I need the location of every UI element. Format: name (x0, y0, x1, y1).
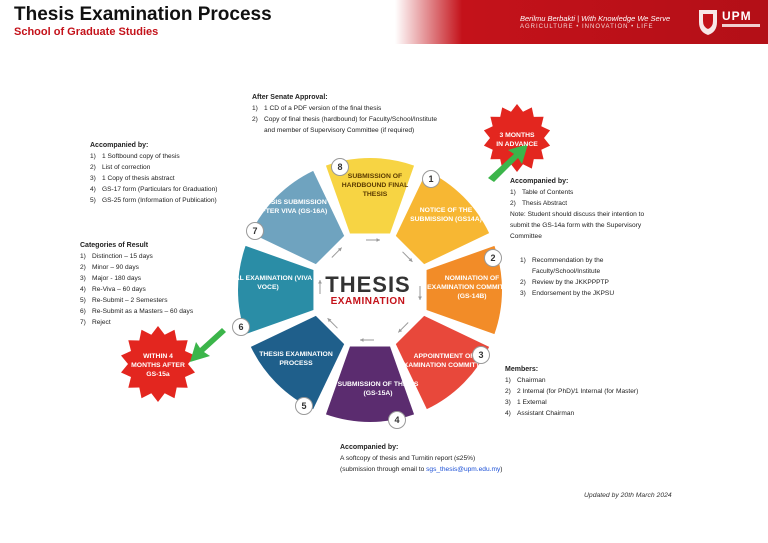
upm-logo-icon (699, 10, 717, 35)
list-item: 6)Re-Submit as a Masters – 60 days (80, 308, 194, 315)
list-item: 2)Review by the JKKPPPTP (520, 279, 609, 286)
flow-arrowhead-icon (418, 296, 422, 300)
list-item: 4)Assistant Chairman (505, 410, 575, 417)
acc-bottom-heading: Accompanied by: (340, 444, 399, 451)
wheel-segment-5 (250, 315, 345, 410)
list-item: and member of Supervisory Committee (if … (264, 127, 415, 134)
segment-label-5: THESIS EXAMINATION PROCESS (259, 351, 333, 367)
accompanied-right-block: Accompanied by: 1)Table of Contents 2)Th… (510, 176, 690, 242)
email-line: (submission through email to sgs_thesis@… (340, 466, 503, 473)
flow-arrowhead-icon (398, 328, 403, 333)
list-item: Faculty/School/Institute (532, 268, 601, 275)
list-item: 1)Chairman (505, 377, 546, 384)
segment-label-1: NOTICE OF THE SUBMISSION (GS14a) (410, 207, 482, 223)
wheel-segment-1 (395, 170, 490, 265)
step-badge-1: 1 (422, 170, 440, 188)
email-link[interactable]: sgs_thesis@upm.edu.my (426, 466, 501, 473)
segment-label-6: FINAL EXAMINATION (VIVA VOCE) (223, 275, 313, 291)
softcopy-line: A softcopy of thesis and Turnitin report… (340, 455, 476, 462)
step-badge-2: 2 (484, 249, 502, 267)
step-badge-8: 8 (331, 158, 349, 176)
page-title: Thesis Examination Process (14, 4, 272, 25)
updated-date: Updated by 20th March 2024 (584, 492, 672, 499)
list-item: 2)Copy of final thesis (hardbound) for F… (252, 116, 437, 123)
center-title: THESIS (325, 272, 411, 297)
step-badge-6: 6 (232, 318, 250, 336)
list-item: 1)Recommendation by the (520, 257, 604, 264)
note-line: submit the GS-14a form with the Supervis… (510, 222, 642, 229)
wheel-segment-4 (325, 346, 415, 423)
flow-arrowhead-icon (408, 257, 413, 262)
green-arrow-icon (190, 328, 226, 362)
list-item: 5)Re-Submit – 2 Semesters (80, 297, 168, 304)
process-wheel (238, 158, 503, 423)
step-badge-3: 3 (472, 346, 490, 364)
list-item: 7)Reject (80, 319, 111, 326)
members-block: Members: 1)Chairman 2)2 Internal (for Ph… (505, 364, 638, 419)
logo-underline (722, 24, 760, 27)
list-item: 2)Minor – 90 days (80, 264, 139, 271)
note-line: Committee (510, 233, 542, 240)
segment-label-2: NOMINATION OF EXAMINATION COMMITTEE (GS-… (427, 275, 517, 300)
list-item: 2)Thesis Abstract (510, 200, 568, 207)
list-item: 5)GS-25 form (Information of Publication… (90, 197, 217, 204)
list-item: 1)1 CD of a PDF version of the final the… (252, 105, 382, 112)
flow-arrowhead-icon (318, 280, 322, 284)
page-subtitle: School of Graduate Studies (14, 26, 159, 38)
note-line: Note: Student should discuss their inten… (510, 211, 645, 218)
university-tagline: AGRICULTURE • INNOVATION • LIFE (520, 24, 654, 30)
step-badge-5: 5 (295, 397, 313, 415)
list-item: 3)1 External (505, 399, 547, 406)
list-item: 3)Endorsement by the JKPSU (520, 290, 615, 297)
step-badge-7: 7 (246, 222, 264, 240)
wheel-segment-6 (238, 245, 314, 335)
green-arrow-icon (488, 144, 528, 182)
starburst-top-icon (483, 104, 551, 182)
senate-approval-block: After Senate Approval: 1)1 CD of a PDF v… (252, 92, 437, 136)
upm-logo-text: UPM (722, 9, 752, 23)
list-item: 2)2 Internal (for PhD)/1 Internal (for M… (505, 388, 639, 395)
list-item: 1)1 Softbound copy of thesis (90, 153, 180, 160)
list-item: 4)GS-17 form (Particulars for Graduation… (90, 186, 218, 193)
segment-label-8: SUBMISSION OF HARDBOUND FINAL THESIS (341, 173, 409, 198)
categories-heading: Categories of Result (80, 242, 149, 249)
senate-heading: After Senate Approval: (252, 94, 328, 101)
flow-arrowhead-icon (327, 318, 332, 323)
list-item: 3)1 Copy of thesis abstract (90, 175, 175, 182)
header-bar: Thesis Examination Process School of Gra… (0, 0, 768, 44)
flow-arrowhead-icon (337, 247, 342, 252)
wheel-segment-3 (395, 315, 490, 410)
list-item: 1)Distinction – 15 days (80, 253, 153, 260)
wheel-segment-7 (250, 170, 345, 265)
list-item: 2)List of correction (90, 164, 151, 171)
list-item: 4)Re-Viva – 60 days (80, 286, 146, 293)
accompanied-left-block: Accompanied by: 1)1 Softbound copy of th… (90, 140, 217, 206)
center-subtitle: EXAMINATION (330, 296, 406, 307)
recommendation-block: 1)Recommendation by the Faculty/School/I… (520, 255, 614, 299)
list-item: 3)Major - 180 days (80, 275, 142, 282)
segment-label-7: THESIS SUBMISSION AFTER VIVA (GS-16a) (256, 199, 328, 215)
segment-label-3: APPOINTMENT OF EXAMINATION COMMITTEE (399, 353, 489, 369)
categories-block: Categories of Result 1)Distinction – 15 … (80, 240, 193, 328)
flow-arrowhead-icon (360, 338, 364, 342)
wheel-segment-8 (325, 158, 415, 234)
segment-label-4: SUBMISSION OF THESIS (GS-15a) (337, 381, 419, 397)
starburst-left-icon (121, 326, 226, 402)
acc-right-heading: Accompanied by: (510, 178, 569, 185)
flow-arrowhead-icon (376, 238, 380, 242)
accompanied-bottom-block: Accompanied by: A softcopy of thesis and… (340, 442, 502, 475)
list-item: 1)Table of Contents (510, 189, 574, 196)
wheel-segment-2 (426, 245, 503, 335)
acc-left-heading: Accompanied by: (90, 142, 149, 149)
university-motto: Berilmu Berbakti | With Knowledge We Ser… (520, 14, 671, 23)
members-heading: Members: (505, 366, 539, 373)
step-badge-4: 4 (388, 411, 406, 429)
